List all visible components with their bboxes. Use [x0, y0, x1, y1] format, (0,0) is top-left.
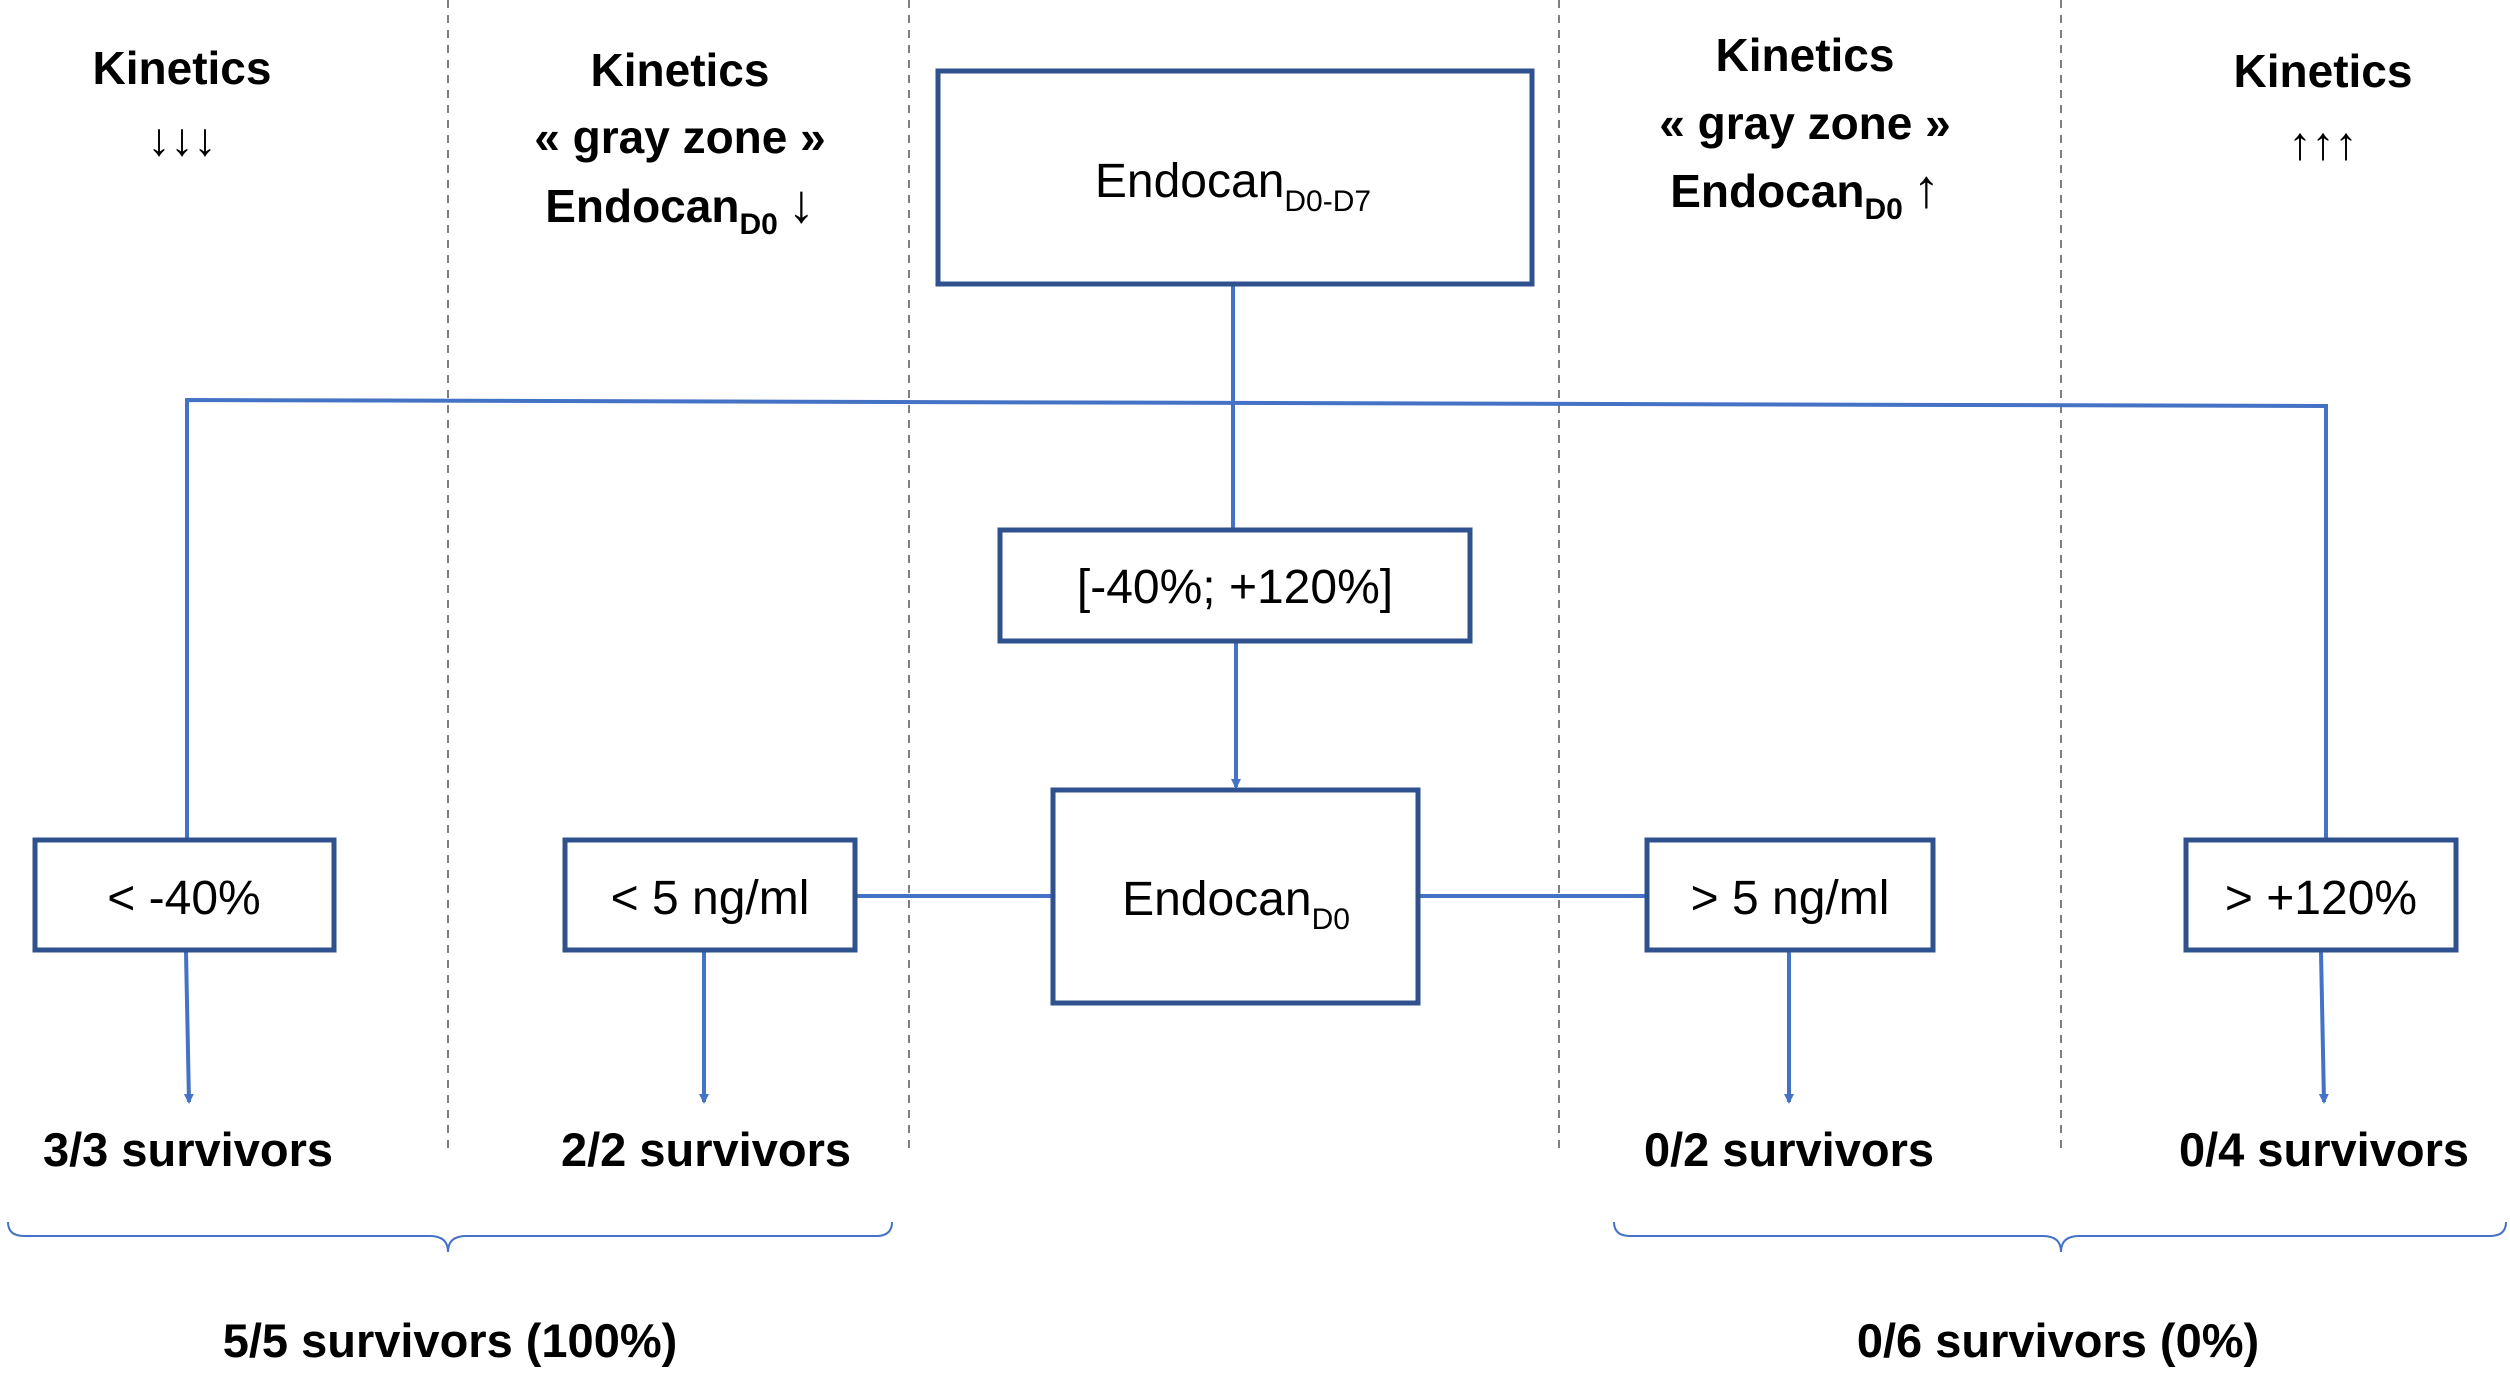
col5-header-arrows: ↑↑↑ [2289, 117, 2358, 169]
endocan-d0-label: EndocanD0 [1122, 873, 1350, 936]
gt120-to-survivors-arrow [2318, 951, 2329, 1104]
right-total: 0/6 survivors (0%) [1857, 1314, 2259, 1367]
col4-header-line1: Kinetics [1716, 29, 1895, 81]
grouping-braces [7, 1221, 2507, 1253]
col2-header-line1: Kinetics [591, 44, 770, 96]
endocan-d0-d7-label: EndocanD0-D7 [1095, 155, 1371, 218]
range-box [997, 527, 1473, 644]
col5-header-line1: Kinetics [2234, 45, 2413, 97]
col4-header-line2: « gray zone » [1659, 97, 1950, 149]
lt40-to-survivors-arrow [183, 951, 194, 1104]
endocan-d0-d7-box [935, 68, 1535, 287]
lt40-box [32, 837, 337, 953]
gt5-label: > 5 ng/ml [1691, 872, 1890, 925]
col5-survivors: 0/4 survivors [2179, 1123, 2469, 1176]
left-brace [7, 1221, 893, 1253]
endocan-d0-box [1050, 787, 1421, 1006]
left-total: 5/5 survivors (100%) [223, 1314, 678, 1367]
box-labels: EndocanD0-D7 [-40%; +120%] EndocanD0 < -… [107, 155, 2417, 936]
survivor-counts: 3/3 survivors 2/2 survivors 0/2 survivor… [43, 1123, 2469, 1176]
lt5-box [562, 837, 858, 953]
col4-survivors: 0/2 survivors [1644, 1123, 1934, 1176]
branch-bar [185, 397, 2328, 840]
col1-survivors: 3/3 survivors [43, 1123, 333, 1176]
gt120-box [2183, 837, 2459, 953]
col1-header-arrows: ↓↓↓ [148, 113, 217, 165]
col4-header-line3: EndocanD0↑ [1670, 159, 1940, 226]
col1-header-line1: Kinetics [93, 42, 272, 94]
lt40-label: < -40% [107, 872, 260, 925]
gt5-box [1644, 837, 1936, 953]
col2-header-line3: EndocanD0↓ [545, 174, 815, 241]
column-headers: Kinetics ↓↓↓ Kinetics « gray zone » Endo… [93, 29, 2413, 241]
group-totals: 5/5 survivors (100%) 0/6 survivors (0%) [223, 1314, 2259, 1367]
lt5-label: < 5 ng/ml [611, 872, 810, 925]
boxes [32, 68, 2459, 1006]
col2-header-line2: « gray zone » [534, 111, 825, 163]
right-brace [1613, 1221, 2507, 1253]
gt120-label: > +120% [2225, 872, 2417, 925]
range-label: [-40%; +120%] [1077, 561, 1393, 614]
connectors [183, 286, 2329, 1104]
col2-survivors: 2/2 survivors [561, 1123, 851, 1176]
column-dividers [447, 0, 2062, 1150]
